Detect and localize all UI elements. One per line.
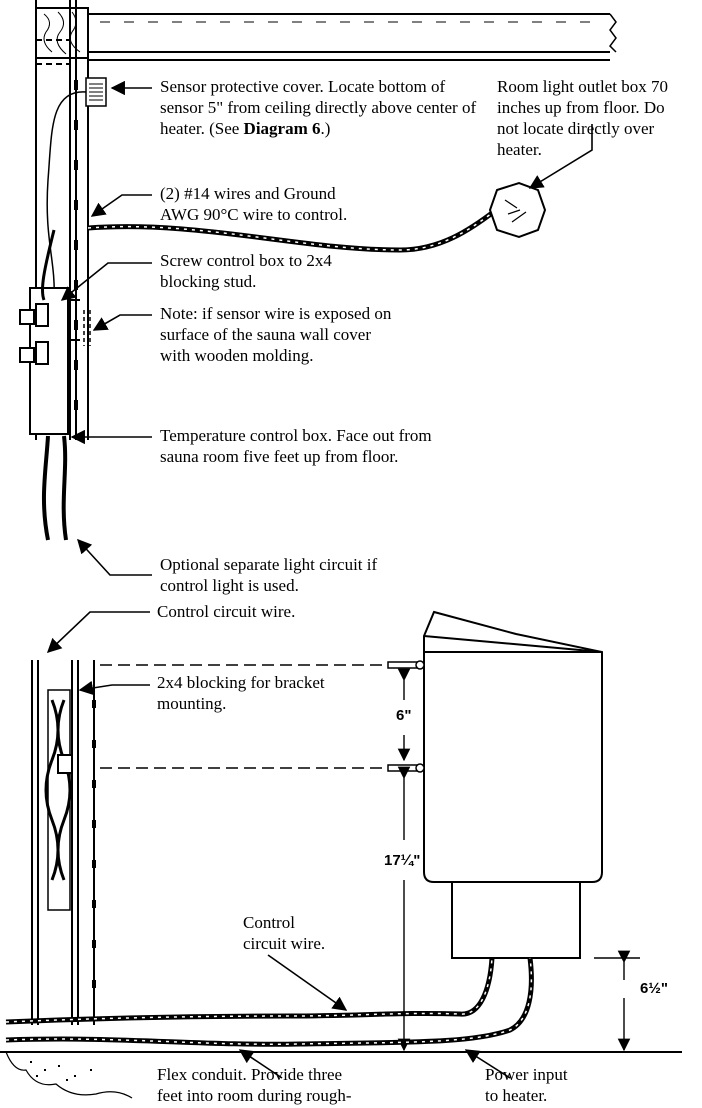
room-light-label: Room light outlet box 70 inches up from … — [497, 77, 668, 159]
power-input-label: Power input to heater. — [485, 1065, 568, 1105]
blocking-label: 2x4 blocking for bracket mounting. — [157, 673, 325, 713]
wall-stud-bottom — [31, 660, 96, 1025]
sensor-cover-tail: .) — [320, 119, 331, 138]
sensor-cover-shape — [46, 77, 107, 301]
screw-box-label: Screw control box to 2x4 blocking stud. — [160, 251, 332, 291]
heater-shape — [423, 610, 603, 959]
control-wire-top-label: Control circuit wire. — [157, 602, 296, 621]
temp-box-label: Temperature control box. Face out from s… — [160, 426, 432, 466]
dimension-6: 6" — [396, 707, 412, 724]
wires-label: (2) #14 wires and Ground AWG 90°C wire t… — [160, 184, 348, 224]
leaders-top — [60, 80, 593, 576]
dimension-17-quarter: 17¼" — [384, 852, 421, 869]
flex-conduit-label: Flex conduit. Provide three feet into ro… — [157, 1065, 352, 1105]
outlet-box-shape — [488, 181, 547, 239]
leaders-bottom — [46, 611, 511, 1079]
diagram-ref: Diagram 6 — [243, 119, 321, 138]
dimension-lines — [100, 664, 640, 1052]
note-label: Note: if sensor wire is exposed on surfa… — [160, 304, 392, 365]
optional-light-label: Optional separate light circuit if contr… — [160, 555, 378, 595]
control-wire-mid-label: Control circuit wire. — [243, 913, 326, 953]
wires-bottom — [5, 957, 534, 1047]
dimension-6-half: 6½" — [640, 980, 668, 997]
ceiling-joist — [35, 7, 617, 61]
control-box-shape — [19, 287, 91, 435]
sensor-cover-text: Sensor protective cover. Locate bottom o… — [160, 77, 477, 138]
sensor-cover-label: Sensor protective cover. Locate bottom o… — [160, 76, 485, 139]
floor — [0, 1051, 682, 1099]
